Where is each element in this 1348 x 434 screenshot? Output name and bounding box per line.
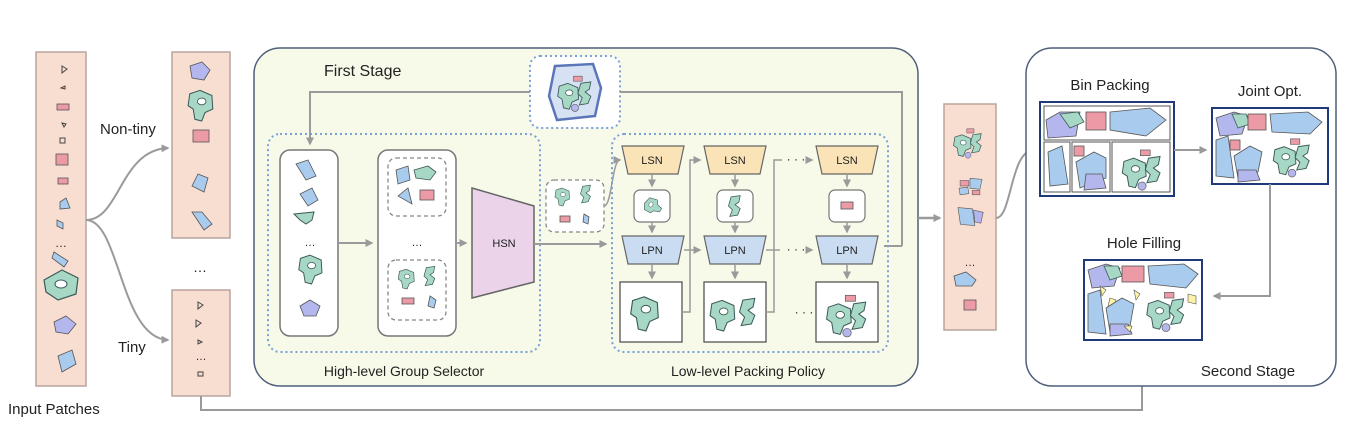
input-patches-column: …	[35, 51, 87, 387]
tiny-label: Tiny	[118, 339, 146, 356]
input-ellipsis: …	[55, 236, 67, 250]
feedback-arrow-right	[620, 91, 903, 246]
bin-packing-panel	[1039, 101, 1175, 197]
patches-ellipsis: …	[305, 237, 316, 249]
selected-group	[545, 179, 605, 233]
tiny-column: …	[171, 289, 231, 397]
feedback-arrow-left	[306, 91, 530, 146]
lpn-network-3	[815, 235, 879, 265]
lsn-network-2	[703, 145, 767, 175]
dots-lsn: · · ·	[787, 152, 806, 166]
hsn-label: HSN	[492, 238, 515, 250]
lsn-network-3	[815, 145, 879, 175]
bin-packing-label: Bin Packing	[1070, 77, 1149, 94]
bins-ellipsis: …	[965, 257, 976, 269]
lsn-label-3: LSN	[836, 155, 857, 167]
arrow-joint-to-hole	[1212, 184, 1271, 300]
current-bin-state	[547, 62, 603, 122]
low-level-packing-policy-label: Low-level Packing Policy	[671, 363, 825, 379]
high-level-group-selector-label: High-level Group Selector	[324, 363, 485, 379]
group-1	[387, 157, 447, 217]
lpn-label-3: LPN	[836, 245, 857, 257]
non-tiny-column	[171, 51, 231, 239]
arrow-to-non-tiny	[85, 144, 170, 221]
second-stage-label: Second Stage	[1201, 363, 1295, 380]
lpp-step-3: LSN LPN	[815, 145, 879, 343]
lpn-label-2: LPN	[724, 245, 745, 257]
packed-bins-column: …	[943, 103, 997, 331]
columns-ellipsis: …	[193, 259, 207, 275]
feedback-1-to-2	[682, 156, 702, 313]
feedback-2-to-3	[766, 159, 782, 313]
dots-lpn: · · ·	[787, 242, 806, 256]
input-patches-label: Input Patches	[8, 401, 100, 418]
joint-opt-panel	[1211, 107, 1329, 185]
lsn-label-1: LSN	[641, 155, 662, 167]
dots-bin: · · ·	[795, 305, 814, 319]
non-tiny-label: Non-tiny	[100, 121, 156, 138]
lsn-label-2: LSN	[724, 155, 745, 167]
lpn-network-1	[621, 235, 685, 265]
lpn-network-2	[703, 235, 767, 265]
hole-filling-label: Hole Filling	[1107, 235, 1181, 252]
lpn-label-1: LPN	[641, 245, 662, 257]
group-2	[387, 259, 447, 321]
lsn-network-1	[621, 145, 685, 175]
tiny-ellipsis: …	[196, 351, 207, 363]
lpp-step-1: LSN LPN	[619, 145, 685, 343]
low-level-packing-policy-box	[611, 133, 889, 353]
first-stage-label: First Stage	[324, 63, 401, 80]
hsn-network	[471, 187, 535, 299]
groups-ellipsis: …	[412, 237, 423, 249]
joint-opt-label: Joint Opt.	[1238, 83, 1302, 100]
hole-filling-panel	[1083, 259, 1203, 341]
arrow-to-tiny	[85, 219, 170, 344]
